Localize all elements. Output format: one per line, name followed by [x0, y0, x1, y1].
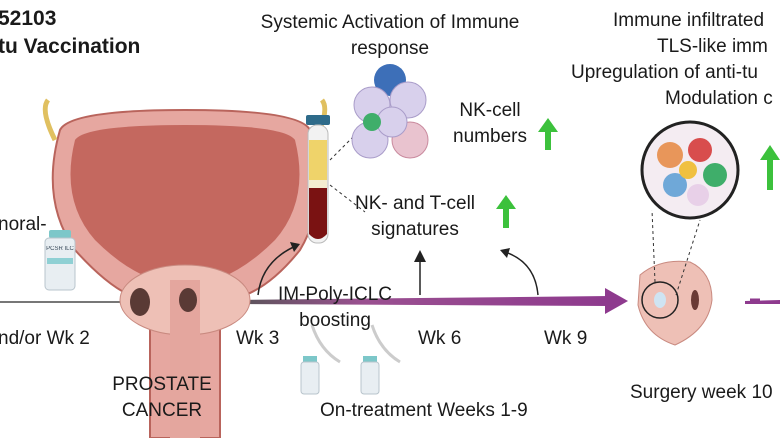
prostate-cancer-label: PROSTATE [112, 374, 212, 395]
title-line-2: tu Vaccination [0, 35, 141, 58]
timeline-wk3-label: Wk 3 [236, 328, 280, 349]
timeline-wk2-label: nd/or Wk 2 [0, 328, 90, 349]
prostate-cancer-label-2: CANCER [121, 400, 203, 421]
resected-prostate-icon [637, 260, 713, 346]
surgery-label: Surgery week 10 [630, 382, 773, 403]
tumor-effect-1: Immune infiltrated [613, 10, 765, 31]
tumor-effect-2: TLS-like imm [657, 36, 768, 57]
blood-tube-icon [306, 115, 330, 244]
tumor-microenvironment-magnified-icon [640, 120, 740, 220]
up-arrow-icon [496, 195, 516, 228]
timeline-wk6-label: Wk 6 [418, 328, 462, 349]
connector-line [329, 184, 366, 213]
curved-arrow [257, 244, 299, 296]
immune-cells-cluster-icon [351, 64, 429, 159]
vaccine-vial-icon [44, 230, 76, 291]
nk-t-signatures-label-2: signatures [371, 219, 459, 240]
nk-cell-numbers-label-2: numbers [453, 126, 527, 147]
systemic-activation-label-2: response [350, 38, 430, 59]
title-line-1: 52103 [0, 7, 57, 30]
systemic-activation-label: Systemic Activation of Immune [260, 12, 520, 33]
timeline-wk9-label: Wk 9 [544, 328, 588, 349]
curved-arrow [504, 251, 539, 296]
syringe-vial-icon [300, 324, 341, 395]
up-arrow-icon [538, 118, 558, 150]
boosting-label: IM-Poly-ICLC [277, 284, 393, 305]
prostate-bladder-illustration [42, 98, 328, 438]
boosting-label-2: boosting [299, 310, 371, 331]
on-treatment-label: On-treatment Weeks 1-9 [320, 400, 528, 421]
connector-line [329, 124, 366, 161]
left-label: noral- [0, 214, 47, 235]
nk-t-signatures-label: NK- and T-cell [354, 193, 476, 214]
tumor-effect-4: Modulation c [665, 88, 773, 109]
nk-cell-numbers-label: NK-cell [459, 100, 521, 121]
up-arrow-icon [760, 145, 780, 190]
tumor-effect-3: Upregulation of anti-tu [571, 62, 758, 83]
vial-label: PCSR ILC [46, 246, 74, 252]
syringe-vial-icon [360, 324, 401, 395]
